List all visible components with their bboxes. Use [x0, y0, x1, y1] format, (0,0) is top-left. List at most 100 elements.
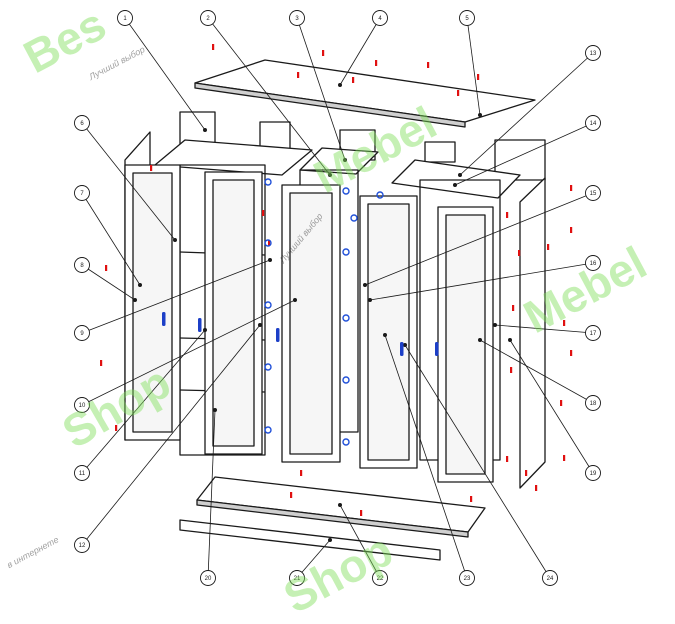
leader-line [296, 539, 331, 579]
callout-bubble: 17 [585, 325, 601, 341]
fastener-blue [264, 363, 272, 371]
fastener-red [322, 50, 325, 56]
fastener-red [560, 400, 563, 406]
callout-bubble: 10 [74, 397, 90, 413]
leader-point [382, 332, 387, 337]
leader-line [124, 17, 206, 131]
leader-line [459, 52, 594, 176]
callout-number: 16 [590, 261, 597, 267]
leader-point [457, 172, 462, 177]
leader-point [327, 538, 332, 543]
callout-number: 18 [590, 401, 597, 407]
callout-number: 22 [377, 576, 384, 582]
fastener-blue [264, 178, 272, 186]
leader-point [477, 113, 482, 118]
leader-line [404, 344, 551, 579]
door-glass-middle-right [367, 203, 410, 461]
fastener-red [115, 425, 118, 431]
leader-point [327, 172, 332, 177]
leader-point [492, 322, 497, 327]
fastener-red [427, 62, 430, 68]
fastener-red [477, 74, 480, 80]
leader-line [81, 299, 296, 406]
side-panel-right [519, 177, 546, 489]
fastener-red [470, 496, 473, 502]
leader-line [466, 17, 481, 116]
fastener-red [457, 90, 460, 96]
leader-point [132, 297, 137, 302]
fastener-red [290, 492, 293, 498]
door-glass-left-inner [212, 179, 255, 447]
fastener-red [535, 485, 538, 491]
door-glass-right [445, 214, 486, 475]
callout-bubble: 11 [74, 465, 90, 481]
fastener-red [268, 240, 271, 246]
leader-point [342, 157, 347, 162]
door-glass-middle-left [289, 192, 333, 455]
fastener-red [297, 72, 300, 78]
leader-point [367, 297, 372, 302]
callout-number: 7 [80, 191, 84, 197]
callout-bubble: 8 [74, 257, 90, 273]
callout-bubble: 19 [585, 465, 601, 481]
leader-line [339, 504, 381, 579]
fastener-red [563, 320, 566, 326]
callout-number: 6 [80, 121, 84, 127]
fastener-red [100, 360, 103, 366]
fastener-red [512, 305, 515, 311]
leader-point [402, 342, 407, 347]
bottom-panel-edge [196, 499, 469, 538]
callout-bubble: 4 [372, 10, 388, 26]
fastener-blue [264, 239, 272, 247]
fastener-red [570, 185, 573, 191]
callout-number: 2 [206, 16, 210, 22]
leader-line [296, 17, 346, 161]
callout-bubble: 21 [289, 570, 305, 586]
top-panel-edge [194, 82, 466, 128]
fastener-blue [264, 426, 272, 434]
leader-line [207, 17, 331, 176]
leader-point [292, 297, 297, 302]
leader-point [257, 322, 262, 327]
leader-line [81, 192, 141, 286]
fastener-red [563, 455, 566, 461]
callout-number: 9 [80, 331, 84, 337]
leader-point [362, 282, 367, 287]
callout-bubble: 15 [585, 185, 601, 201]
leader-point [267, 257, 272, 262]
leader-line [494, 324, 594, 334]
fastener-blue [342, 314, 350, 322]
callout-bubble: 20 [200, 570, 216, 586]
callout-number: 15 [590, 191, 597, 197]
fastener-red [570, 350, 573, 356]
door-handle [198, 318, 202, 332]
callout-bubble: 2 [200, 10, 216, 26]
callout-number: 17 [590, 331, 597, 337]
fastener-red [510, 367, 513, 373]
callout-bubble: 7 [74, 185, 90, 201]
leader-point [337, 83, 342, 88]
leader-line [81, 329, 206, 474]
fastener-blue [264, 301, 272, 309]
leader-line [207, 409, 216, 579]
fastener-red [300, 470, 303, 476]
callout-number: 12 [79, 543, 86, 549]
callout-bubble: 6 [74, 115, 90, 131]
fastener-red [506, 456, 509, 462]
callout-bubble: 16 [585, 255, 601, 271]
door-handle [162, 312, 166, 326]
leader-line [454, 122, 594, 186]
door-handle [400, 342, 404, 356]
leader-line [479, 339, 594, 404]
leader-point [202, 127, 207, 132]
leader-line [81, 324, 261, 546]
callout-bubble: 5 [459, 10, 475, 26]
fastener-blue [342, 438, 350, 446]
leader-line [509, 339, 594, 474]
callout-number: 20 [205, 576, 212, 582]
fastener-red [570, 227, 573, 233]
leader-point [172, 237, 177, 242]
callout-bubble: 3 [289, 10, 305, 26]
